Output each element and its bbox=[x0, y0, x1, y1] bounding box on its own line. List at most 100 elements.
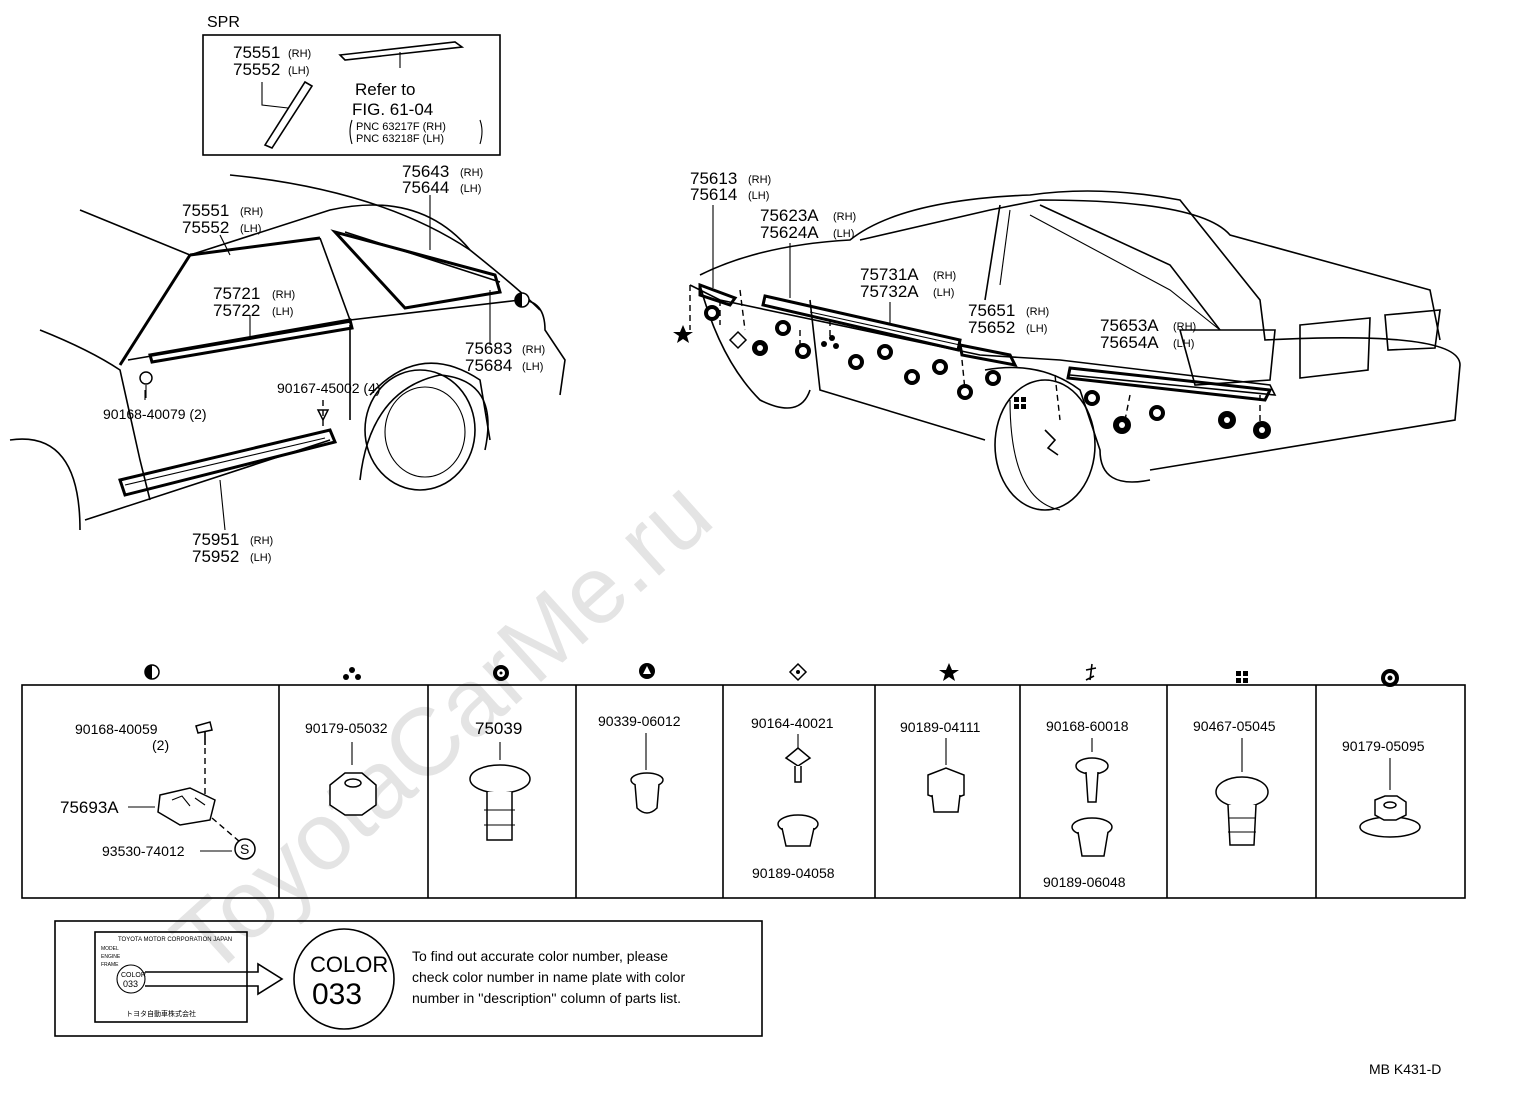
label-75624A: 75624A bbox=[760, 223, 819, 242]
spr-box bbox=[202, 34, 501, 156]
spr-pn2: 75552 bbox=[233, 60, 280, 79]
fastener-legend: 90168-40059 (2) 75693A 93530-74012 S 901… bbox=[21, 662, 1466, 899]
legend-90168-60018: 90168-60018 bbox=[1046, 718, 1129, 734]
svg-text:(LH): (LH) bbox=[833, 228, 854, 240]
spr-ref2: FIG. 61-04 bbox=[352, 100, 433, 119]
double-ring-icon bbox=[1381, 669, 1399, 687]
label-75552: 75552 bbox=[182, 218, 229, 237]
label-75551: 75551 bbox=[182, 201, 229, 220]
clip-part-04111 bbox=[927, 767, 965, 803]
note-text-1: To find out accurate color number, pleas… bbox=[412, 948, 668, 964]
right-car-drawing bbox=[673, 190, 1461, 511]
spr-inset: SPR 75551 (RH) 75552 (LH) Refer to FIG. … bbox=[202, 14, 501, 156]
svg-text:(LH): (LH) bbox=[1026, 323, 1047, 335]
svg-text:S: S bbox=[240, 841, 249, 857]
svg-text:(RH): (RH) bbox=[1026, 306, 1049, 318]
spr-moulding-part bbox=[263, 80, 314, 150]
spr-upper-moulding bbox=[338, 41, 465, 61]
legend-93530-74012: 93530-74012 bbox=[102, 843, 185, 859]
spr-ref3: PNC 63217F (RH) bbox=[356, 121, 446, 133]
triangle-circle-icon bbox=[639, 663, 655, 679]
diamond-icon bbox=[788, 662, 808, 682]
legend-90339-06012: 90339-06012 bbox=[598, 713, 681, 729]
spr-pn2-side: (LH) bbox=[288, 65, 309, 77]
left-car-drawing bbox=[9, 174, 566, 531]
svg-text:ENGINE: ENGINE bbox=[101, 954, 121, 960]
label-75652: 75652 bbox=[968, 318, 1015, 337]
svg-text:(RH): (RH) bbox=[933, 270, 956, 282]
label-75623A: 75623A bbox=[760, 206, 819, 225]
legend-90467-05045: 90467-05045 bbox=[1193, 718, 1276, 734]
quarter-moulding-right bbox=[1066, 366, 1273, 402]
clip-part-75039 bbox=[469, 764, 531, 794]
label-75732A: 75732A bbox=[860, 282, 919, 301]
svg-text:(LH): (LH) bbox=[240, 223, 261, 235]
label-75683: 75683 bbox=[465, 339, 512, 358]
three-dots-icon bbox=[343, 667, 361, 680]
belt-moulding bbox=[148, 318, 354, 364]
label-75721: 75721 bbox=[213, 284, 260, 303]
legend-90189-06048: 90189-06048 bbox=[1043, 874, 1126, 890]
svg-text:(LH): (LH) bbox=[250, 552, 271, 564]
svg-text:(RH): (RH) bbox=[250, 535, 273, 547]
label-75731A: 75731A bbox=[860, 265, 919, 284]
legend-90179-05095: 90179-05095 bbox=[1342, 738, 1425, 754]
svg-text:COLOR: COLOR bbox=[121, 972, 146, 979]
color-badge bbox=[293, 928, 395, 1030]
color-note: TOYOTA MOTOR CORPORATION JAPAN MODEL ENG… bbox=[54, 920, 763, 1037]
legend-90164-40021: 90164-40021 bbox=[751, 715, 834, 731]
label-75613: 75613 bbox=[690, 169, 737, 188]
pinwheel-icon bbox=[1085, 663, 1097, 681]
label-75653A: 75653A bbox=[1100, 316, 1159, 335]
label-75952: 75952 bbox=[192, 547, 239, 566]
svg-text:(LH): (LH) bbox=[460, 183, 481, 195]
color-badge-code: 033 bbox=[312, 978, 362, 1011]
legend-75693A: 75693A bbox=[60, 798, 119, 817]
spr-pn1-side: (RH) bbox=[288, 48, 311, 60]
legend-90179-05032: 90179-05032 bbox=[305, 720, 388, 736]
spr-pn1: 75551 bbox=[233, 43, 280, 62]
svg-text:(LH): (LH) bbox=[748, 190, 769, 202]
door-moulding-right bbox=[761, 294, 962, 352]
color-note-box bbox=[54, 920, 763, 1037]
svg-text:(RH): (RH) bbox=[748, 174, 771, 186]
arrow-icon bbox=[145, 962, 284, 996]
svg-text:(LH): (LH) bbox=[1173, 338, 1194, 350]
svg-text:(RH): (RH) bbox=[1173, 321, 1196, 333]
svg-text:(LH): (LH) bbox=[272, 306, 293, 318]
label-75651: 75651 bbox=[968, 301, 1015, 320]
label-75643: 75643 bbox=[402, 162, 449, 181]
svg-text:TOYOTA MOTOR CORPORATION JAPAN: TOYOTA MOTOR CORPORATION JAPAN bbox=[118, 937, 232, 943]
svg-text:(RH): (RH) bbox=[522, 344, 545, 356]
clip-part-05045 bbox=[1215, 776, 1269, 808]
spr-ref1: Refer to bbox=[355, 80, 415, 99]
svg-text:(RH): (RH) bbox=[272, 289, 295, 301]
label-75951: 75951 bbox=[192, 530, 239, 549]
note-text-3: number in ''description'' column of part… bbox=[412, 990, 681, 1006]
figure-code: MB K431-D bbox=[1369, 1061, 1441, 1077]
note-text-2: check color number in name plate with co… bbox=[412, 969, 685, 985]
svg-text:(LH): (LH) bbox=[933, 287, 954, 299]
legend-table bbox=[21, 684, 1466, 899]
label-90168-40079: 90168-40079 (2) bbox=[103, 406, 207, 422]
name-plate bbox=[94, 931, 248, 1023]
svg-text:(RH): (RH) bbox=[460, 167, 483, 179]
svg-text:(LH): (LH) bbox=[522, 361, 543, 373]
right-view-labels: 75613 (RH) 75614 (LH) 75623A (RH) 75624A… bbox=[690, 169, 1196, 352]
svg-text:(2): (2) bbox=[152, 737, 169, 753]
svg-text:FRAME: FRAME bbox=[101, 962, 119, 968]
label-75644: 75644 bbox=[402, 178, 449, 197]
label-75614: 75614 bbox=[690, 185, 737, 204]
label-75684: 75684 bbox=[465, 356, 512, 375]
label-75722: 75722 bbox=[213, 301, 260, 320]
svg-text:MODEL: MODEL bbox=[101, 946, 119, 952]
rocker-moulding bbox=[118, 428, 338, 497]
svg-text:033: 033 bbox=[123, 979, 138, 989]
screw-part-60018 bbox=[1075, 757, 1109, 775]
legend-90189-04111: 90189-04111 bbox=[900, 719, 981, 735]
spr-ref4: PNC 63218F (LH) bbox=[356, 133, 444, 145]
star-symbol bbox=[673, 325, 693, 343]
nut-part-05032 bbox=[329, 772, 377, 816]
legend-90189-04058: 90189-04058 bbox=[752, 865, 835, 881]
